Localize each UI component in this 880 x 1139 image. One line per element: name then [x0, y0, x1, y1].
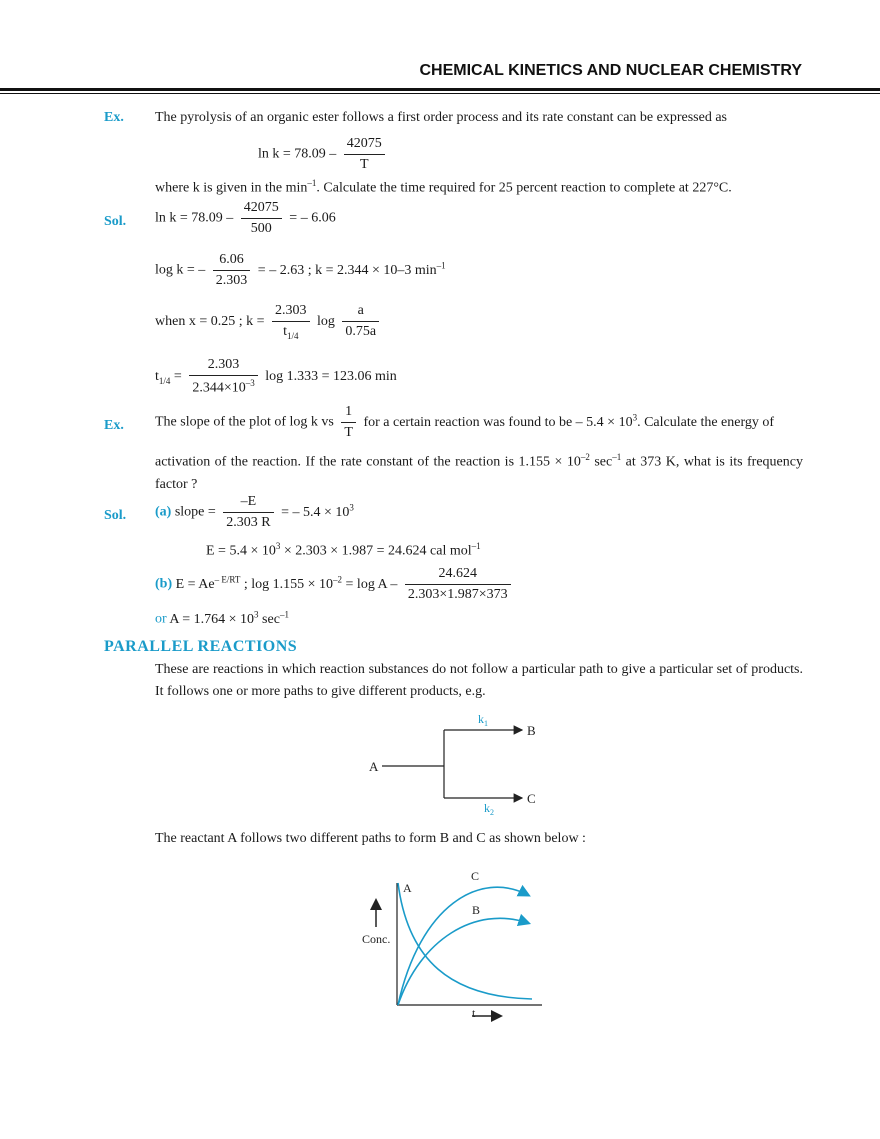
sol1-l3-log: log	[317, 314, 335, 330]
sol1-l4-num: 2.303	[189, 357, 258, 376]
scheme-reactant-a: A	[369, 759, 379, 774]
sol1-l3-fraction: 2.303 t1/4	[272, 303, 310, 341]
sol1-l2-fraction: 6.06 2.303	[212, 252, 251, 289]
parallel-reaction-scheme: A B C k1 k2	[369, 712, 536, 817]
sol2-or-line: or A = 1.764 × 103 sec–1	[155, 609, 289, 628]
sol2-b-left: E = Ae– E/RT ; log 1.155 × 10–2 = log A …	[175, 574, 398, 592]
ex2-fraction: 1 T	[341, 404, 356, 441]
sol2-b-fraction: 24.624 2.303×1.987×373	[404, 566, 511, 603]
sol1-l2-den: 2.303	[215, 273, 248, 288]
graph-y-label: Conc.	[362, 932, 390, 946]
sol2-label: Sol.	[104, 508, 127, 523]
graph-x-label: t	[472, 1006, 476, 1020]
graph-curve-label-b: B	[472, 903, 480, 917]
ex2-text-b: for a certain reaction was found to be –…	[363, 412, 775, 430]
sol1-l3-den2: 0.75a	[345, 324, 377, 340]
sol2-line-a: (a) slope = –E 2.303 R = – 5.4 × 103	[155, 494, 354, 531]
sol2-e-line: E = 5.4 × 103 × 2.303 × 1.987 = 24.624 c…	[206, 541, 481, 559]
parallel-intro-text: These are reactions in which reaction su…	[155, 662, 803, 699]
ex2-text-a: The slope of the plot of log k vs	[155, 414, 334, 430]
ex1-eq-left: ln k = 78.09 –	[258, 146, 337, 162]
section-heading-parallel: PARALLEL REACTIONS	[104, 638, 298, 655]
sol1-l2-num: 6.06	[212, 252, 251, 271]
sol1-l3-den: t1/4	[283, 324, 299, 341]
graph-curve-c	[397, 884, 531, 1006]
ex1-eq-fraction: 42075 T	[343, 136, 385, 173]
sol1-l1-left: ln k = 78.09 –	[155, 210, 234, 226]
scheme-rate-k2: k2	[484, 801, 494, 817]
sol1-l4-den: 2.344×10–3	[192, 378, 255, 396]
sol1-l1-fraction: 42075 500	[240, 200, 282, 237]
ex2-text-c: activation of the reaction. If the rate …	[155, 452, 803, 492]
sol1-l4-fraction: 2.303 2.344×10–3	[189, 357, 258, 397]
sol1-l3-left: when x = 0.25 ; k =	[155, 314, 265, 330]
sol2-line-b: (b) E = Ae– E/RT ; log 1.155 × 10–2 = lo…	[155, 566, 515, 603]
sol1-l3-num: 2.303	[272, 303, 310, 322]
ex2-label: Ex.	[104, 418, 124, 433]
sol2-a-tag: (a)	[155, 504, 172, 520]
sol1-l1-den: 500	[250, 221, 272, 236]
ex2-line1: The slope of the plot of log k vs 1 T fo…	[155, 404, 774, 441]
sol2-a-right: = – 5.4 × 103	[281, 502, 354, 520]
ex1-equation: ln k = 78.09 – 42075 T	[258, 136, 389, 173]
sol1-l4-right: log 1.333 = 123.06 min	[265, 369, 397, 385]
scheme-product-b: B	[527, 723, 536, 738]
sol1-line2: log k = – 6.06 2.303 = – 2.63 ; k = 2.34…	[155, 252, 446, 289]
sol1-l3-num2: a	[342, 303, 380, 323]
header-rule-thin	[0, 93, 880, 94]
scheme-rate-k1: k1	[478, 712, 488, 728]
sol2-b-num: 24.624	[404, 566, 511, 585]
sol2-a-num: –E	[223, 494, 274, 513]
sol2-a-den: 2.303 R	[226, 515, 271, 530]
ex1-where-text: where k is given in the min–1. Calculate…	[155, 178, 732, 196]
scheme-product-c: C	[527, 791, 536, 806]
sol1-line3: when x = 0.25 ; k = 2.303 t1/4 log a 0.7…	[155, 303, 383, 341]
concentration-time-graph: Conc. t A B C	[362, 869, 542, 1022]
ex1-eq-denominator: T	[360, 157, 369, 172]
ex2-frac-den: T	[344, 425, 353, 440]
ex1-eq-numerator: 42075	[343, 136, 385, 155]
sol1-l2-right: = – 2.63 ; k = 2.344 × 10–3 min–1	[257, 260, 446, 278]
sol1-l2-left: log k = –	[155, 262, 206, 278]
sol2-a-left: slope =	[174, 504, 216, 520]
sol2-a-fraction: –E 2.303 R	[223, 494, 274, 531]
sol1-l1-right: = – 6.06	[289, 210, 336, 226]
ex1-text: The pyrolysis of an organic ester follow…	[155, 110, 728, 125]
sol1-l1-num: 42075	[240, 200, 282, 219]
header-rule-thick	[0, 88, 880, 91]
parallel-graph-intro: The reactant A follows two different pat…	[155, 831, 586, 846]
sol2-b-den: 2.303×1.987×373	[407, 587, 508, 602]
sol1-line4: t1/4 = 2.303 2.344×10–3 log 1.333 = 123.…	[155, 357, 397, 397]
sol1-label: Sol.	[104, 214, 127, 229]
sol1-l4-left: t1/4 =	[155, 369, 182, 386]
sol2-b-tag: (b)	[155, 576, 173, 592]
graph-curve-a	[397, 882, 533, 1000]
graph-curve-label-c: C	[471, 869, 479, 883]
ex2-frac-num: 1	[341, 404, 356, 423]
sol2-or-tag: or	[155, 611, 167, 627]
sol1-l3-fraction2: a 0.75a	[342, 303, 380, 340]
sol1-line1: ln k = 78.09 – 42075 500 = – 6.06	[155, 200, 336, 237]
graph-curve-b	[397, 913, 532, 1006]
ex1-label: Ex.	[104, 110, 124, 125]
sol2-or-text: A = 1.764 × 103 sec–1	[169, 609, 289, 627]
graph-curve-label-a: A	[403, 881, 412, 895]
page-header-title: CHEMICAL KINETICS AND NUCLEAR CHEMISTRY	[419, 62, 802, 79]
